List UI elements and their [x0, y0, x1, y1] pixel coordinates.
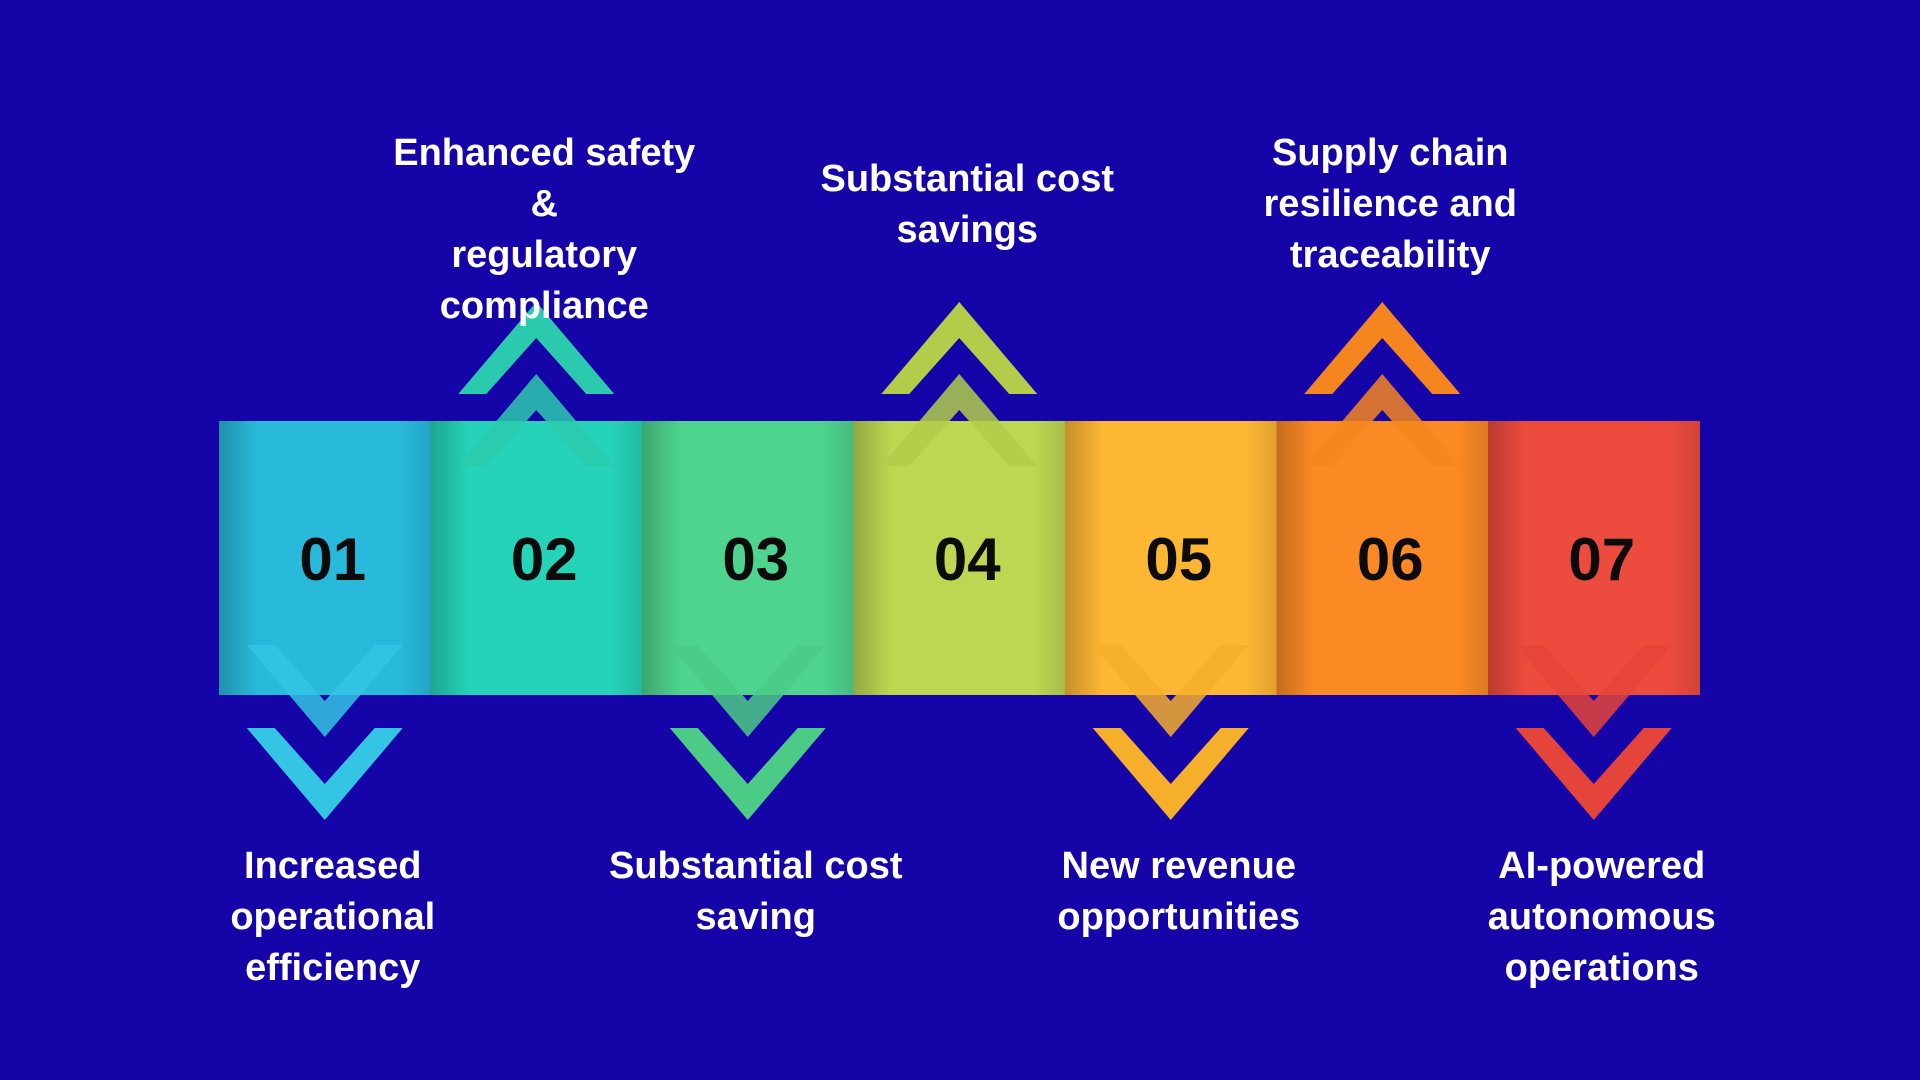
down-arrow-outer-5: [1092, 728, 1249, 820]
step-numbers: 01 02 03 04 05 06 07: [299, 526, 1635, 593]
down-arrow-inner-5: [1092, 645, 1249, 737]
step-number-2: 02: [511, 526, 578, 593]
step-label-2: Enhanced safety & regulatory compliance: [393, 132, 696, 327]
down-arrow-outer-3: [669, 728, 826, 820]
down-arrow-outer-1: [246, 728, 403, 820]
step-number-5: 05: [1145, 526, 1212, 593]
step-label-6: Supply chain resilience and traceability: [1263, 132, 1517, 276]
step-number-7: 07: [1568, 526, 1635, 593]
down-arrow-inner-1: [246, 645, 403, 737]
step-number-3: 03: [722, 526, 789, 593]
up-arrow-outer-6: [1304, 302, 1461, 394]
down-arrow-inner-7: [1515, 645, 1672, 737]
up-arrow-outer-2: [458, 302, 615, 394]
up-arrow-inner-2: [458, 374, 615, 466]
step-arrows: [246, 302, 1672, 820]
step-label-4: Substantial cost savings: [820, 158, 1115, 251]
step-number-1: 01: [299, 526, 366, 593]
step-block-shade-6: [1276, 421, 1489, 695]
up-arrow-inner-6: [1304, 374, 1461, 466]
step-block-shade-4: [853, 421, 1066, 695]
step-label-7: AI-powered autonomous operations: [1487, 845, 1716, 989]
down-arrow-inner-3: [669, 645, 826, 737]
step-block-shade-2: [430, 421, 643, 695]
down-arrow-outer-7: [1515, 728, 1672, 820]
step-label-1: Increased operational efficiency: [230, 845, 436, 989]
up-arrow-inner-4: [881, 374, 1038, 466]
step-label-5: New revenue opportunities: [1057, 845, 1301, 938]
step-number-4: 04: [934, 526, 1001, 593]
up-arrow-outer-4: [881, 302, 1038, 394]
step-number-6: 06: [1357, 526, 1424, 593]
step-label-3: Substantial cost saving: [609, 845, 903, 938]
